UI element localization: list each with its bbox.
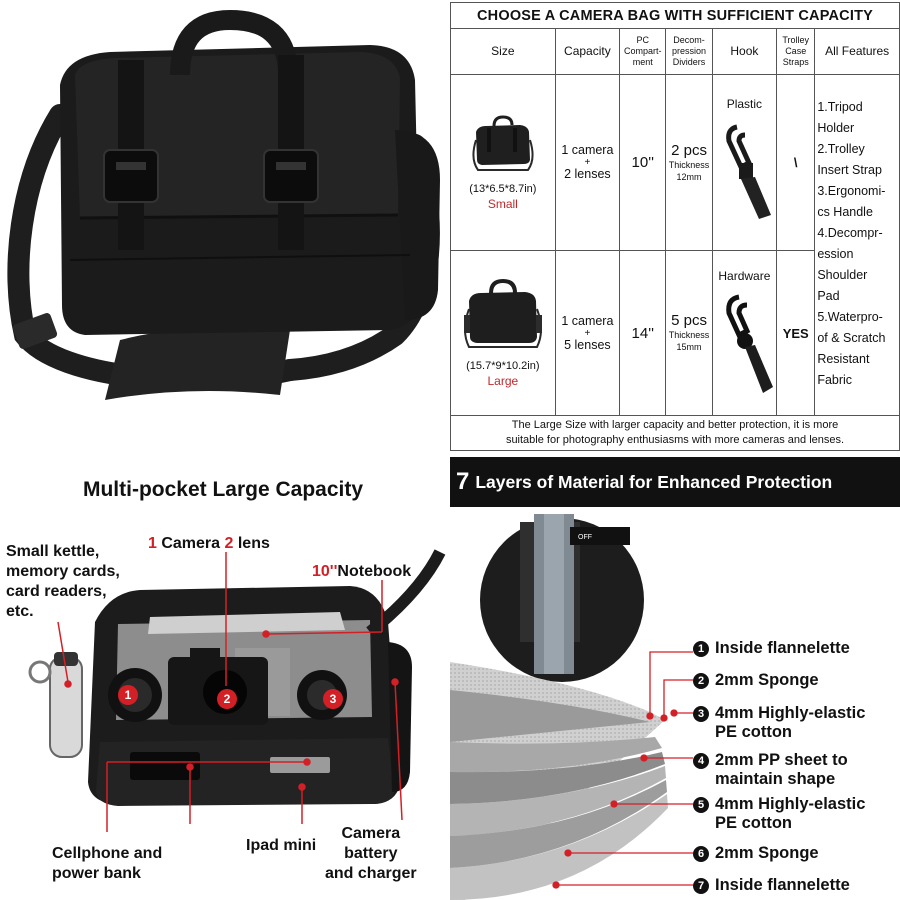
header-hook: Hook bbox=[711, 28, 778, 75]
layer-item-2: 2 2mm Sponge bbox=[693, 671, 819, 690]
layers-banner: 7 Layers of Material for Enhanced Protec… bbox=[450, 457, 900, 507]
material-layers-illustration: OFF bbox=[450, 514, 693, 900]
battery-callout: Camera battery and charger bbox=[325, 825, 417, 882]
comparison-table: CHOOSE A CAMERA BAG WITH SUFFICIENT CAPA… bbox=[450, 2, 900, 451]
hook-cell: Plastic bbox=[711, 74, 778, 251]
table-row: (13*6.5*8.7in) Small 1 camera + 2 lenses… bbox=[450, 74, 900, 416]
large-bag-icon bbox=[463, 278, 542, 348]
size-name: Small bbox=[487, 197, 518, 211]
hook-label: Hardware bbox=[718, 269, 771, 283]
trolley-cell: YES bbox=[776, 250, 816, 416]
plastic-hook-icon bbox=[725, 124, 771, 219]
layer-item-6: 6 2mm Sponge bbox=[693, 844, 819, 863]
size-dimensions: (13*6.5*8.7in) bbox=[469, 183, 537, 195]
header-capacity: Capacity bbox=[554, 28, 621, 75]
hardware-hook-icon bbox=[725, 294, 773, 393]
pc-cell: 10'' bbox=[619, 74, 667, 251]
camera-bag-image bbox=[7, 9, 440, 400]
caliper-off-label: OFF bbox=[578, 534, 592, 541]
header-size: Size bbox=[450, 28, 556, 75]
banner-text: Layers of Material for Enhanced Protecti… bbox=[475, 471, 833, 492]
table-footer-note: The Large Size with larger capacity and … bbox=[450, 415, 900, 451]
marker-2: 2 bbox=[224, 692, 231, 706]
header-features: All Features bbox=[814, 28, 900, 75]
marker-1: 1 bbox=[125, 688, 132, 702]
open-bag-illustration: 1 2 3 bbox=[28, 549, 446, 832]
notebook-callout: 10''Notebook bbox=[312, 563, 412, 580]
kettle-callout: Small kettle, memory cards, card readers… bbox=[6, 543, 120, 620]
multi-pocket-title: Multi-pocket Large Capacity bbox=[82, 478, 364, 501]
layer-item-7: 7 Inside flannelette bbox=[693, 876, 850, 895]
trolley-cell: \ bbox=[776, 74, 816, 251]
marker-3: 3 bbox=[330, 692, 337, 706]
capacity-cell: 1 camera + 5 lenses bbox=[554, 250, 621, 416]
size-name: Large bbox=[487, 373, 519, 388]
dividers-cell: 2 pcs Thickness 12mm bbox=[665, 74, 713, 251]
banner-number: 7 bbox=[456, 468, 470, 495]
capacity-cell: 1 camera + 2 lenses bbox=[554, 74, 621, 251]
table-row: (15.7*9*10.2in) Large 1 camera + 5 lense… bbox=[450, 250, 900, 416]
small-bag-icon bbox=[472, 115, 534, 171]
hook-label: Plastic bbox=[726, 97, 763, 111]
ipad-callout: Ipad mini bbox=[246, 837, 317, 854]
size-dimensions: (15.7*9*10.2in) bbox=[466, 359, 540, 372]
layer-item-1: 1 Inside flannelette bbox=[693, 639, 850, 658]
hook-cell: Hardware bbox=[711, 250, 778, 416]
comparison-table-panel: CHOOSE A CAMERA BAG WITH SUFFICIENT CAPA… bbox=[450, 2, 900, 451]
multi-pocket-panel: Multi-pocket Large Capacity 1 2 3 bbox=[0, 452, 446, 900]
table-title: CHOOSE A CAMERA BAG WITH SUFFICIENT CAPA… bbox=[450, 2, 900, 29]
cellphone-callout: Cellphone and power bank bbox=[52, 845, 163, 882]
dividers-cell: 5 pcs Thickness 15mm bbox=[665, 250, 713, 416]
camera-lens-callout: 1 Camera 2 lens bbox=[148, 535, 270, 552]
pc-cell: 14'' bbox=[619, 250, 667, 416]
size-cell: (13*6.5*8.7in) Small bbox=[450, 74, 556, 251]
layers-panel: 7 Layers of Material for Enhanced Protec… bbox=[450, 452, 900, 900]
size-cell: (15.7*9*10.2in) Large bbox=[450, 250, 556, 416]
product-photo bbox=[0, 0, 446, 450]
